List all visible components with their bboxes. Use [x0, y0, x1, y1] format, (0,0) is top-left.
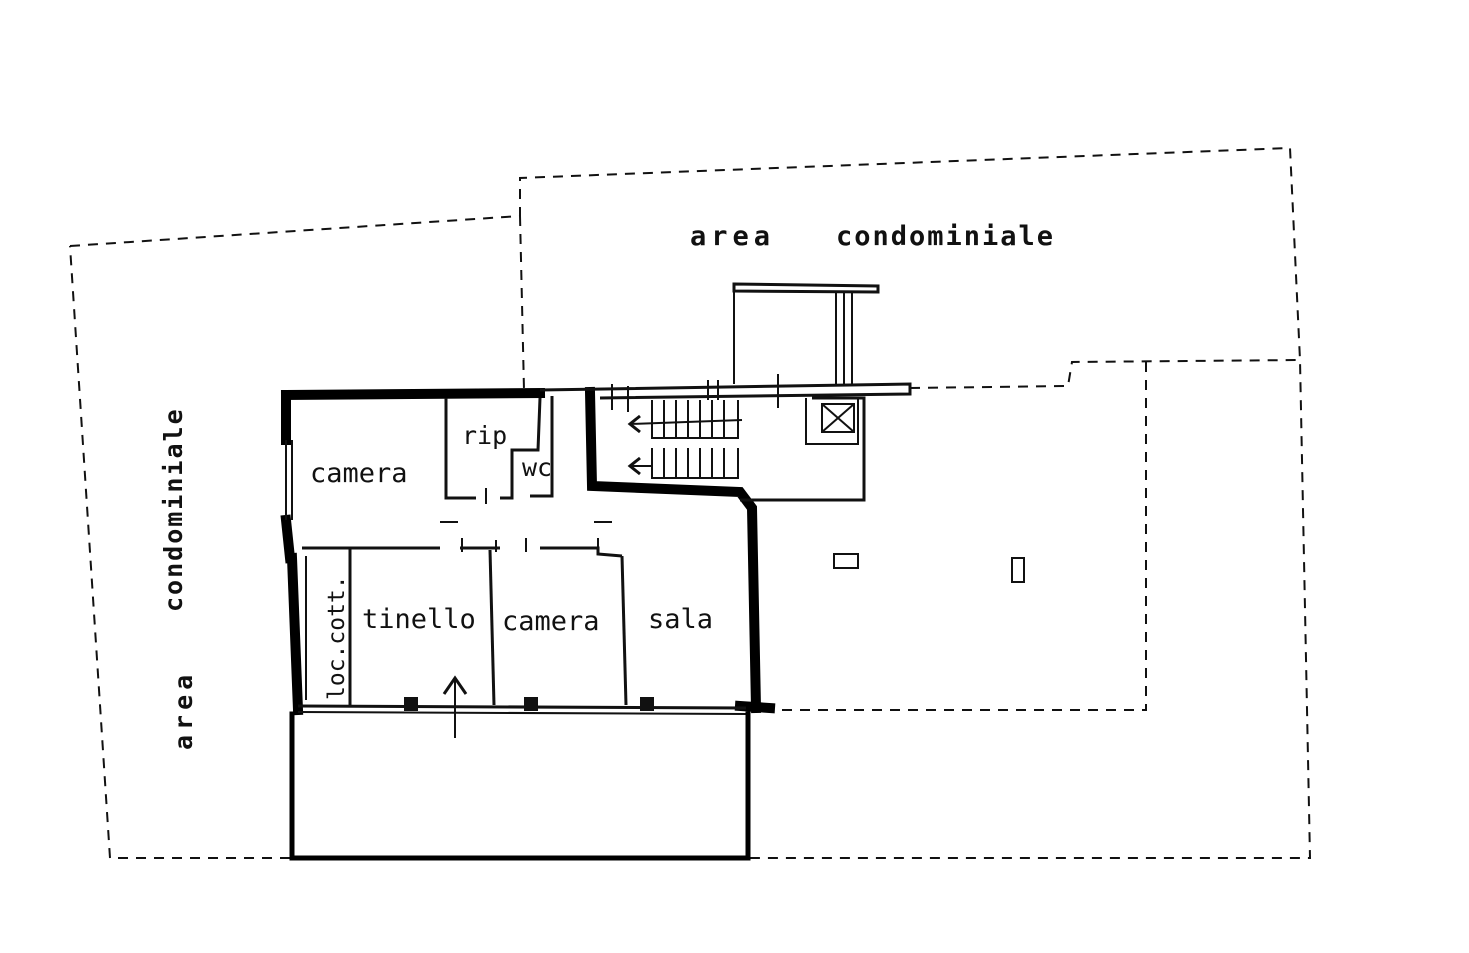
skylights	[833, 553, 1025, 583]
terrace	[289, 711, 751, 861]
balcony	[732, 282, 880, 384]
label-camera-2: camera	[502, 606, 600, 637]
elevator-shaft	[740, 396, 866, 502]
label-rip: rip	[462, 421, 507, 450]
label-sala: sala	[648, 604, 713, 635]
label-loc-cott: loc.cott.	[324, 575, 350, 700]
staircase	[611, 374, 779, 479]
label-area-left: area	[169, 670, 198, 750]
label-area-top: area	[690, 221, 775, 252]
condominium-boundary	[69, 146, 1312, 859]
apartment-walls	[280, 382, 912, 716]
label-wc: wc	[522, 453, 552, 482]
interior-partitions	[302, 396, 628, 706]
label-condominiale-top: condominiale	[836, 221, 1055, 252]
label-camera-1: camera	[310, 458, 408, 489]
label-condominiale-left: condominiale	[159, 407, 188, 612]
entrance-arrow	[442, 675, 468, 738]
front-wall	[297, 697, 747, 715]
label-tinello: tinello	[362, 604, 476, 635]
